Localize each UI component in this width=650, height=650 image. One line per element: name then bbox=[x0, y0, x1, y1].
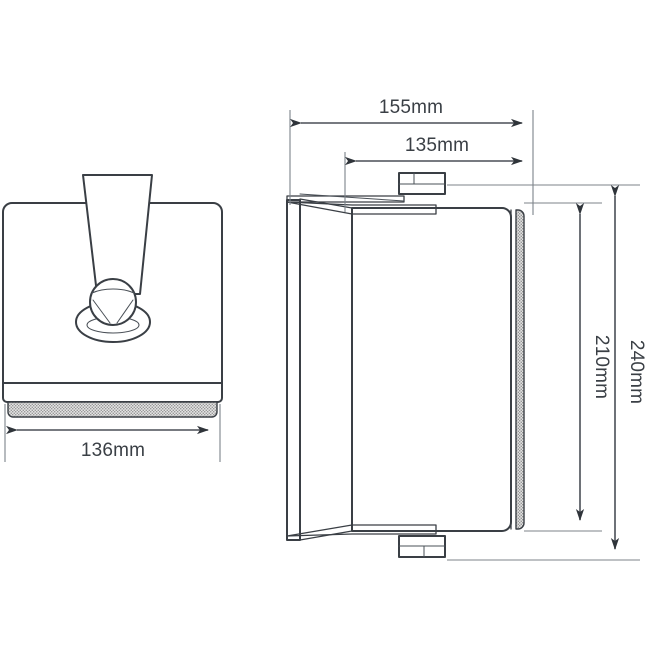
side-bottom-shoulder bbox=[299, 530, 353, 541]
side-view-group: 155mm 135mm 210mm 240mm bbox=[286, 97, 647, 561]
dimension-front-width: 136mm bbox=[4, 404, 221, 462]
outlet-facet-left bbox=[92, 299, 111, 324]
front-skirt-band bbox=[2, 382, 223, 403]
top-connection-fitting bbox=[398, 172, 446, 195]
dimension-body-depth: 135mm bbox=[344, 135, 523, 212]
spout-taper bbox=[82, 174, 153, 295]
dim-label-155mm: 155mm bbox=[379, 97, 443, 118]
dim-label-136mm: 136mm bbox=[81, 440, 145, 461]
dim-label-240mm: 240mm bbox=[626, 340, 647, 404]
outlet-sphere-seam bbox=[91, 288, 135, 294]
side-panel-texture-strip bbox=[515, 209, 525, 530]
dimension-overall-height: 240mm bbox=[447, 184, 647, 561]
side-back-plate bbox=[286, 199, 301, 541]
outlet-sphere bbox=[89, 278, 137, 326]
side-top-lip-slope bbox=[299, 193, 405, 202]
front-base-texture-strip bbox=[7, 401, 218, 418]
outlet-facet-right bbox=[116, 299, 134, 324]
dimension-body-height: 210mm bbox=[524, 202, 612, 532]
side-top-lip bbox=[286, 195, 405, 203]
side-base-profile-bottom bbox=[286, 524, 437, 537]
bottom-connection-fitting bbox=[398, 535, 446, 558]
dim-label-135mm: 135mm bbox=[405, 135, 469, 156]
side-spout-profile-top bbox=[286, 201, 437, 215]
side-body-outline bbox=[351, 207, 512, 532]
dimension-overall-depth: 155mm bbox=[289, 97, 534, 215]
dim-label-210mm: 210mm bbox=[591, 335, 612, 399]
front-view-group: 136mm bbox=[2, 174, 223, 462]
